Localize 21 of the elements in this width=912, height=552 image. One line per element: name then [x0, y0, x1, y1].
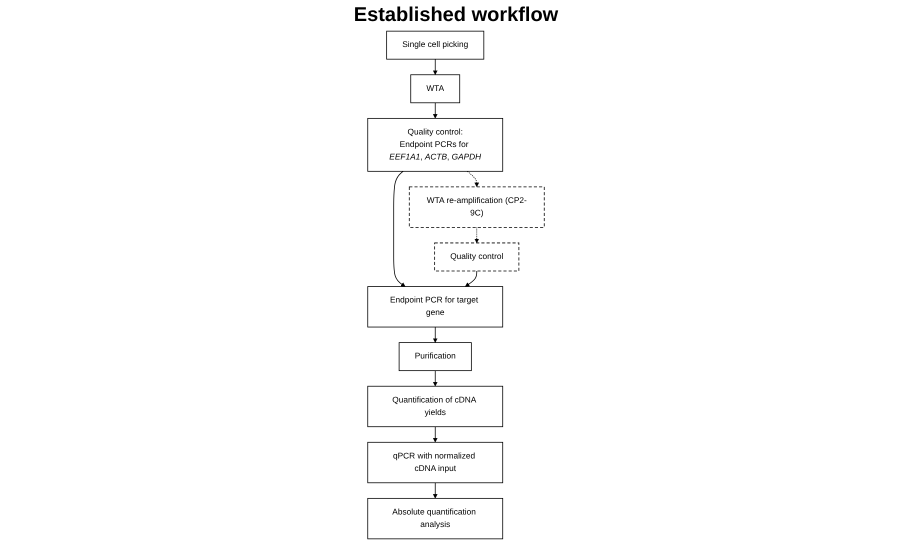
arrow: [432, 102, 438, 119]
arrow: [432, 426, 438, 442]
node-box: Quality control: [434, 242, 520, 272]
diagram-title: Established workflow: [352, 4, 560, 27]
arrow: [465, 270, 478, 287]
node-box: Absolute quantification analysis: [367, 498, 504, 540]
node-box: Quality control: Endpoint PCRs for EEF1A1, ACTB, GAPDH: [367, 118, 504, 172]
node-box: Endpoint PCR for target gene: [367, 286, 504, 328]
arrow: [393, 170, 406, 287]
arrow: [432, 482, 438, 499]
node-box: WTA re-amplification (CP2-9C): [408, 186, 545, 228]
node-box: qPCR with normalized cDNA input: [367, 442, 504, 484]
arrow: [432, 326, 438, 343]
node-box: Quantification of cDNA yields: [367, 386, 504, 428]
node-box: Single cell picking: [386, 30, 484, 60]
arrow: [474, 227, 480, 244]
arrow: [466, 170, 480, 188]
arrow: [432, 370, 438, 386]
node-box: WTA: [410, 74, 460, 104]
node-box: Purification: [398, 342, 472, 372]
arrow: [432, 58, 438, 75]
